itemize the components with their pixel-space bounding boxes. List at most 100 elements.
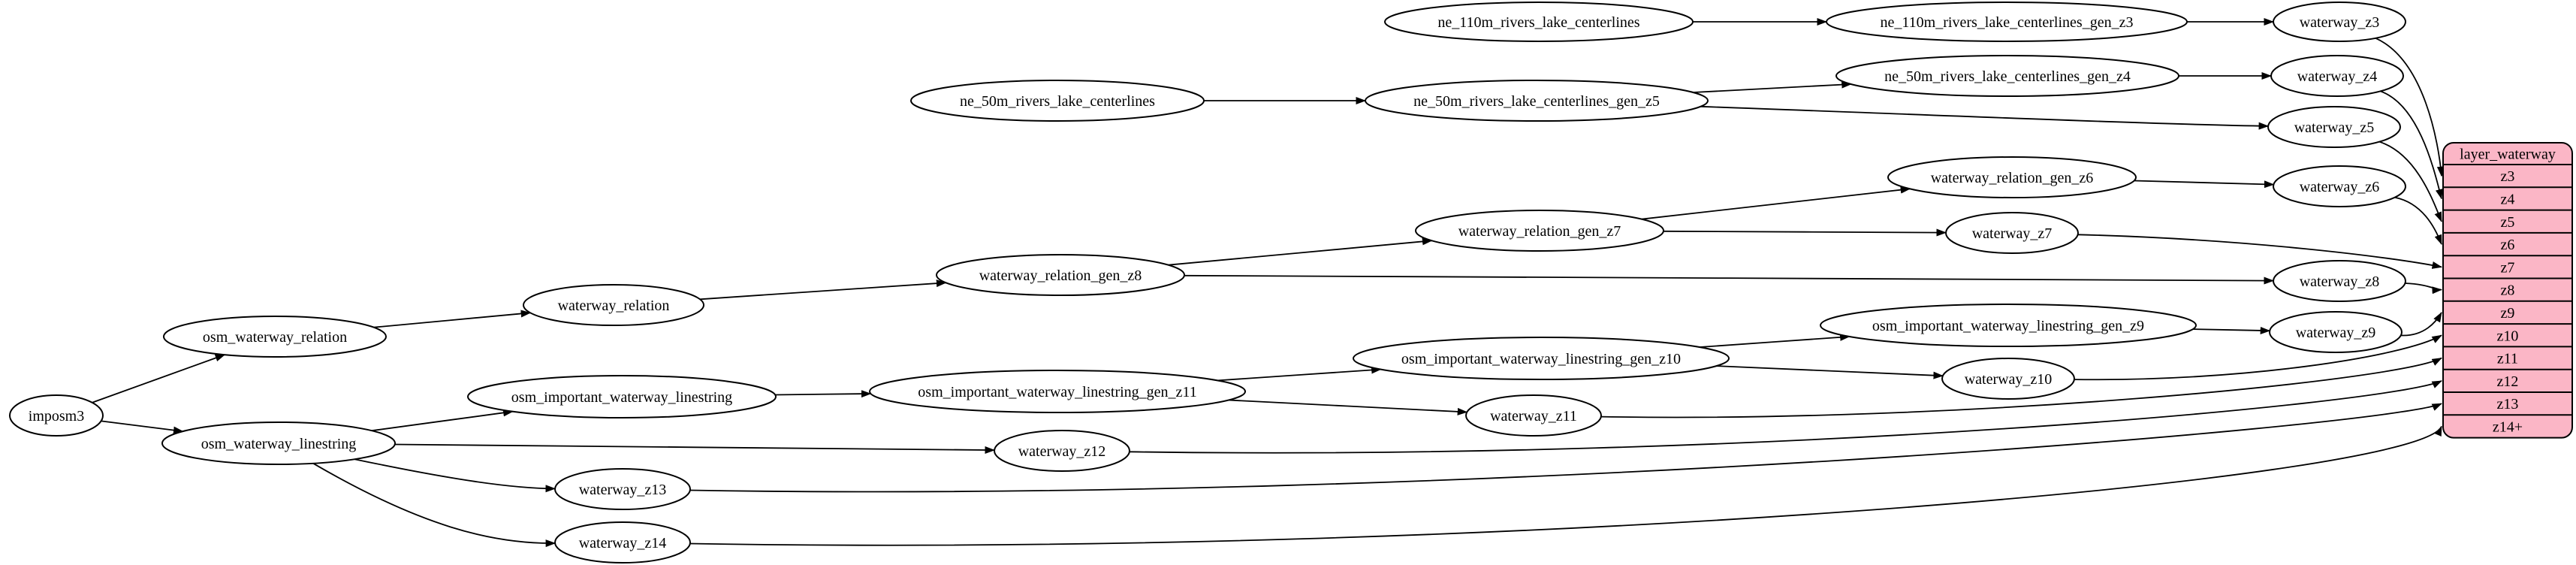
node-shape-ne_50m_rivers_lake_centerlines_gen_z5 — [1365, 80, 1709, 122]
edge-imposm3-to-osm_waterway_linestring — [101, 420, 184, 434]
node-shape-ne_50m_rivers_lake_centerlines — [910, 80, 1205, 122]
node-shape-waterway_relation_gen_z7 — [1415, 210, 1664, 252]
node-label-waterway_z9: waterway_z9 — [2296, 325, 2376, 341]
node-shape-waterway_z4 — [2270, 55, 2404, 97]
record-row-z12: z12 — [2497, 373, 2519, 390]
edge-waterway_z5-to-layer_waterway-z5 — [2378, 140, 2442, 222]
edge-osm_important_waterway_linestring_gen_z9-to-waterway_z9 — [2192, 326, 2271, 334]
edge-waterway_z9-to-layer_waterway-z9 — [2400, 312, 2442, 337]
node-label-osm_waterway_linestring: osm_waterway_linestring — [201, 436, 357, 452]
node-shape-waterway_relation_gen_z8 — [936, 254, 1185, 296]
node-label-waterway_z5: waterway_z5 — [2294, 119, 2375, 136]
nodes-layer: imposm3 osm_waterway_relation osm_waterway… — [9, 2, 2406, 563]
node-shape-waterway_z5 — [2267, 106, 2401, 148]
node-osm_important_waterway_linestring_gen_z9: osm_important_waterway_linestring_gen_z9 — [1820, 304, 2197, 347]
node-label-waterway_z6: waterway_z6 — [2300, 179, 2380, 195]
edge-osm_important_waterway_linestring_gen_z11-to-waterway_z11 — [1228, 399, 1468, 415]
edge-waterway_z7-to-layer_waterway-z7 — [2077, 234, 2442, 269]
node-shape-waterway_z9 — [2269, 311, 2403, 353]
node-ne_50m_rivers_lake_centerlines: ne_50m_rivers_lake_centerlines — [910, 80, 1205, 122]
node-shape-waterway_z6 — [2273, 165, 2406, 207]
edge-waterway_z14-to-layer_waterway-z14+ — [689, 425, 2442, 546]
edge-osm_important_waterway_linestring_gen_z10-to-osm_important_waterway_linestring_gen_z9 — [1700, 333, 1851, 348]
node-label-waterway_relation_gen_z6: waterway_relation_gen_z6 — [1931, 170, 2094, 186]
record-row-z3: z3 — [2501, 168, 2515, 185]
node-shape-waterway_z8 — [2273, 260, 2406, 302]
node-shape-waterway_relation — [523, 284, 704, 326]
node-shape-osm_important_waterway_linestring_gen_z9 — [1820, 304, 2197, 347]
node-label-waterway_z3: waterway_z3 — [2300, 14, 2380, 31]
node-waterway_z4: waterway_z4 — [2270, 55, 2404, 97]
edge-osm_important_waterway_linestring_gen_z10-to-waterway_z10 — [1716, 365, 1944, 379]
node-shape-osm_important_waterway_linestring_gen_z11 — [869, 370, 1246, 413]
node-ne_50m_rivers_lake_centerlines_gen_z5: ne_50m_rivers_lake_centerlines_gen_z5 — [1365, 80, 1709, 122]
node-osm_important_waterway_linestring: osm_important_waterway_linestring — [467, 375, 777, 418]
node-shape-waterway_z11 — [1465, 394, 1602, 437]
node-label-waterway_z4: waterway_z4 — [2297, 68, 2378, 85]
record-layer_waterway: layer_waterwayz3z4z5z6z7z8z9z10z11z12z13… — [2442, 142, 2573, 439]
node-shape-osm_waterway_relation — [163, 316, 387, 358]
node-label-waterway_z8: waterway_z8 — [2300, 273, 2380, 290]
node-shape-ne_110m_rivers_lake_centerlines — [1384, 2, 1694, 42]
edge-ne_50m_rivers_lake_centerlines_gen_z5-to-ne_50m_rivers_lake_centerlines_gen_z4 — [1693, 80, 1852, 93]
node-label-waterway_relation_gen_z7: waterway_relation_gen_z7 — [1458, 223, 1621, 240]
record-row-z4: z4 — [2501, 191, 2515, 207]
edge-waterway_z13-to-layer_waterway-z13 — [689, 403, 2442, 493]
edge-osm_waterway_relation-to-waterway_relation — [373, 310, 532, 328]
record-row-z13: z13 — [2497, 396, 2519, 412]
node-waterway_z12: waterway_z12 — [994, 430, 1130, 472]
record-row-z10: z10 — [2497, 328, 2519, 344]
node-label-osm_important_waterway_linestring_gen_z10: osm_important_waterway_linestring_gen_z1… — [1401, 351, 1681, 367]
node-shape-osm_waterway_linestring — [161, 421, 396, 465]
record-row-z7: z7 — [2501, 259, 2515, 276]
node-label-ne_50m_rivers_lake_centerlines_gen_z5: ne_50m_rivers_lake_centerlines_gen_z5 — [1413, 93, 1660, 110]
node-shape-waterway_z7 — [1945, 212, 2079, 254]
node-label-waterway_relation_gen_z8: waterway_relation_gen_z8 — [979, 267, 1142, 284]
node-osm_important_waterway_linestring_gen_z10: osm_important_waterway_linestring_gen_z1… — [1353, 337, 1730, 380]
record-row-z11: z11 — [2497, 351, 2518, 367]
node-label-waterway_z13: waterway_z13 — [579, 482, 667, 498]
node-shape-waterway_z13 — [554, 468, 691, 510]
record-row-z8: z8 — [2501, 282, 2515, 299]
edge-osm_waterway_linestring-to-waterway_z13 — [354, 458, 556, 493]
node-waterway_z5: waterway_z5 — [2267, 106, 2401, 148]
node-osm_waterway_relation: osm_waterway_relation — [163, 316, 387, 358]
edge-waterway_relation_gen_z8-to-waterway_z8 — [1184, 274, 2274, 285]
node-ne_110m_rivers_lake_centerlines_gen_z3: ne_110m_rivers_lake_centerlines_gen_z3 — [1826, 2, 2188, 42]
node-waterway_relation_gen_z6: waterway_relation_gen_z6 — [1887, 156, 2137, 198]
edge-imposm3-to-osm_waterway_relation — [92, 354, 226, 403]
edges-layer — [92, 18, 2445, 548]
record-layer: layer_waterwayz3z4z5z6z7z8z9z10z11z12z13… — [2442, 142, 2573, 439]
node-label-ne_50m_rivers_lake_centerlines_gen_z4: ne_50m_rivers_lake_centerlines_gen_z4 — [1884, 68, 2131, 85]
node-label-osm_important_waterway_linestring_gen_z9: osm_important_waterway_linestring_gen_z9 — [1872, 318, 2144, 334]
node-label-waterway_relation: waterway_relation — [558, 298, 670, 314]
node-shape-ne_110m_rivers_lake_centerlines_gen_z3 — [1826, 2, 2188, 42]
edge-waterway_z3-to-layer_waterway-z3 — [2375, 37, 2445, 177]
record-title: layer_waterway — [2460, 147, 2556, 163]
node-label-waterway_z12: waterway_z12 — [1018, 443, 1106, 460]
node-waterway_z9: waterway_z9 — [2269, 311, 2403, 353]
node-label-osm_important_waterway_linestring: osm_important_waterway_linestring — [511, 389, 732, 406]
node-ne_110m_rivers_lake_centerlines: ne_110m_rivers_lake_centerlines — [1384, 2, 1694, 42]
node-label-imposm3: imposm3 — [29, 408, 84, 425]
node-label-ne_110m_rivers_lake_centerlines: ne_110m_rivers_lake_centerlines — [1437, 14, 1639, 31]
node-label-waterway_z7: waterway_z7 — [1972, 225, 2053, 242]
node-waterway_z10: waterway_z10 — [1941, 358, 2075, 400]
edge-osm_important_waterway_linestring-to-osm_important_waterway_linestring_gen_z11 — [775, 390, 872, 398]
node-label-osm_important_waterway_linestring_gen_z11: osm_important_waterway_linestring_gen_z1… — [918, 384, 1196, 400]
node-waterway_z7: waterway_z7 — [1945, 212, 2079, 254]
edge-waterway_z8-to-layer_waterway-z8 — [2405, 282, 2442, 295]
edge-waterway_z10-to-layer_waterway-z10 — [2074, 334, 2442, 381]
node-waterway_relation_gen_z8: waterway_relation_gen_z8 — [936, 254, 1185, 296]
node-waterway_relation: waterway_relation — [523, 284, 704, 326]
node-label-waterway_z14: waterway_z14 — [579, 535, 667, 551]
node-waterway_z11: waterway_z11 — [1465, 394, 1602, 437]
edge-waterway_relation_gen_z6-to-waterway_z6 — [2134, 180, 2275, 189]
node-shape-waterway_z14 — [554, 521, 691, 563]
edge-waterway_z12-to-layer_waterway-z12 — [1129, 380, 2442, 454]
node-ne_50m_rivers_lake_centerlines_gen_z4: ne_50m_rivers_lake_centerlines_gen_z4 — [1835, 55, 2179, 97]
record-row-z14+: z14+ — [2493, 418, 2523, 435]
node-waterway_z6: waterway_z6 — [2273, 165, 2406, 207]
node-imposm3: imposm3 — [9, 394, 104, 437]
